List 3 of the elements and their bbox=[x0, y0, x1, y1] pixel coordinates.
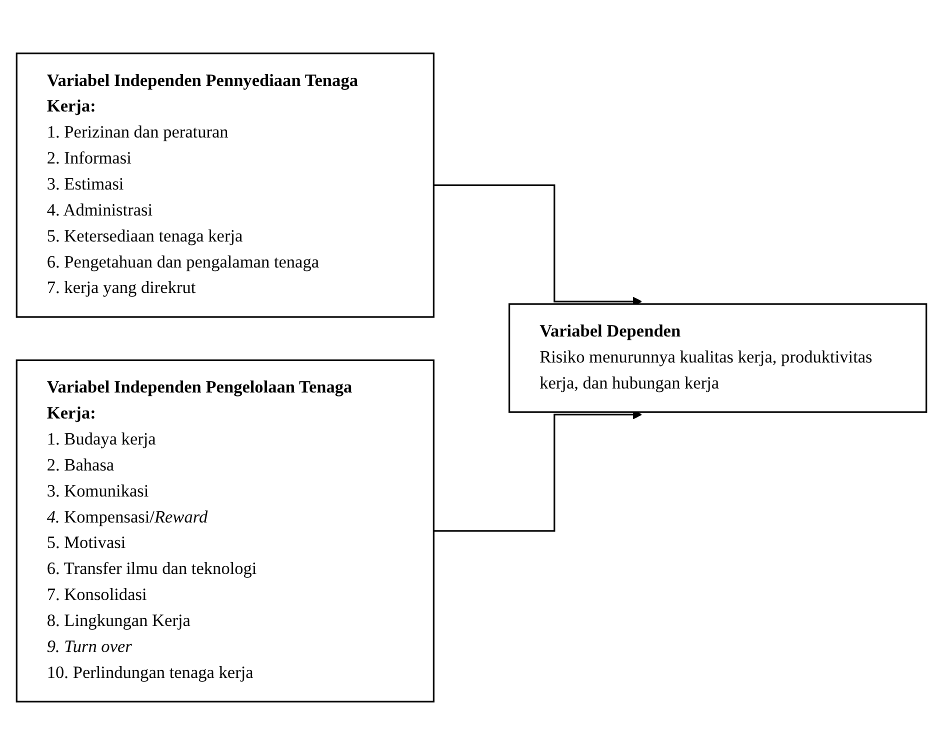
node-box: Variabel Independen Pengelolaan Tenaga Kerja: 1. Budaya kerja 2. Bahasa 3. Komunikasi 4. Kompensasi/Reward 5. Motivasi 6. Transfer ilmu dan teknologi 7. Konsolidasi 8. Lingkungan Kerja 9. Turn over 10. Perlindungan tenaga kerja bbox=[16, 359, 434, 702]
node-box: Variabel Independen Pennyediaan Tenaga Kerja: 1. Perizinan dan peraturan 2. Informasi 3. Estimasi 4. Administrasi 5. Ketersediaan tenaga kerja 6. Pengetahuan dan pengalaman tenaga 7. kerja yang direkrut bbox=[16, 52, 434, 318]
node-box: Variabel Dependen Risiko menurunnya kualitas kerja, produktivitas kerja, dan hubungan kerja bbox=[508, 303, 928, 413]
